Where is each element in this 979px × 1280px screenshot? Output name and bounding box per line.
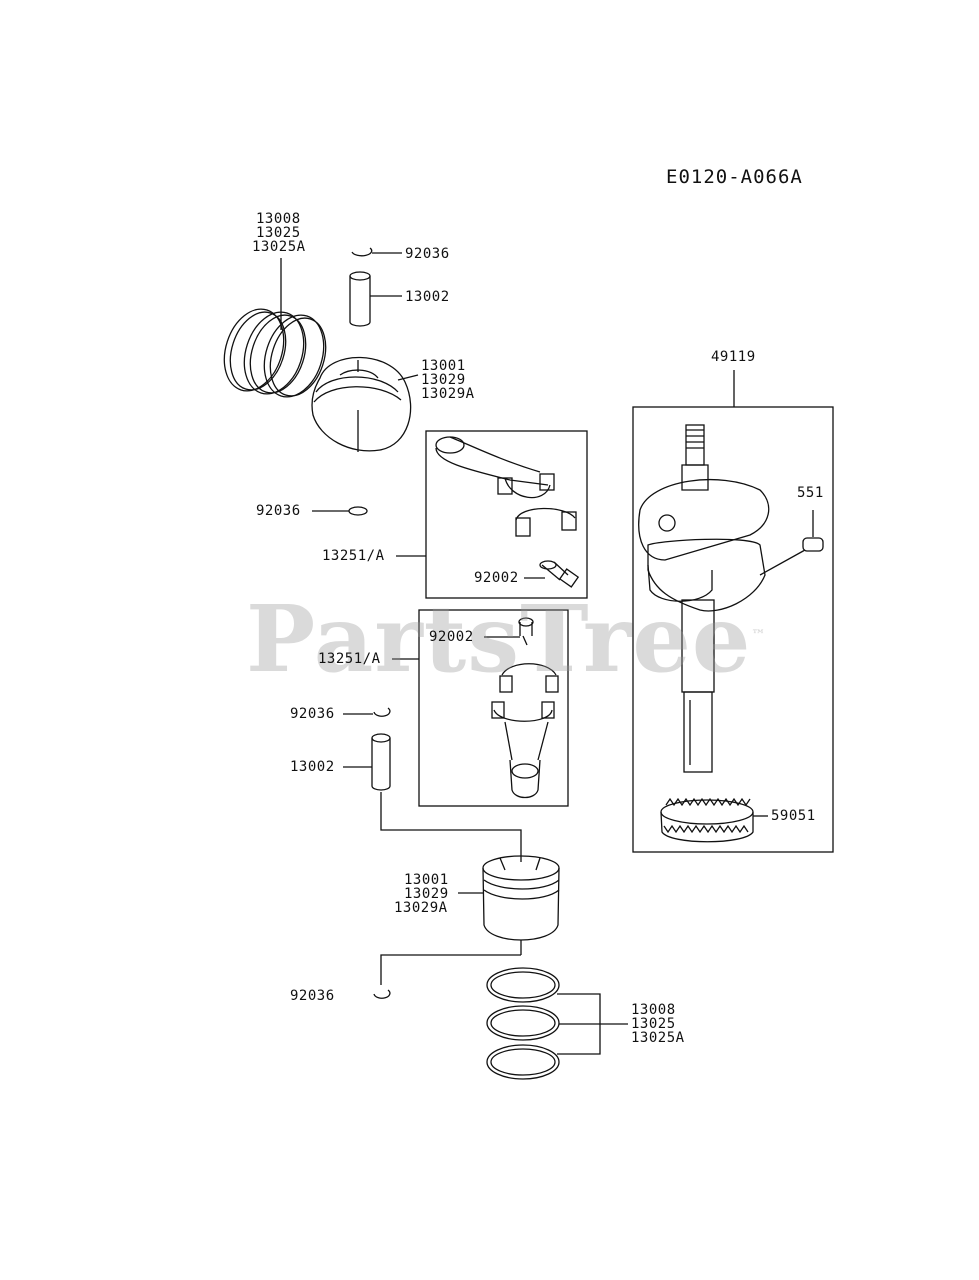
circlip-top-upper[interactable] xyxy=(351,247,373,257)
watermark-trademark: ™ xyxy=(751,627,767,644)
label-rings-bottom-1[interactable]: 13008 xyxy=(631,1002,676,1018)
conrod-box-top xyxy=(425,430,588,599)
label-pin-top[interactable]: 13002 xyxy=(405,289,450,305)
label-piston-bottom-3[interactable]: 13029A xyxy=(394,900,448,916)
piston-rings-bottom[interactable] xyxy=(486,967,560,1080)
label-rings-top-2[interactable]: 13025 xyxy=(256,225,301,241)
circlip-top-lower[interactable] xyxy=(348,506,368,516)
crankshaft[interactable] xyxy=(638,424,770,773)
label-crankshaft[interactable]: 49119 xyxy=(711,349,756,365)
circlip-bottom-lower[interactable] xyxy=(373,989,391,999)
conrod-bolt-top[interactable] xyxy=(539,560,580,588)
label-conrod-top[interactable]: 13251/A xyxy=(322,548,385,564)
piston-bottom[interactable] xyxy=(482,855,560,955)
watermark-text: PartsTree xyxy=(246,585,752,693)
label-clip-bottom-upper[interactable]: 92036 xyxy=(290,706,335,722)
label-rings-bottom-3[interactable]: 13025A xyxy=(631,1030,685,1046)
label-pin-bottom[interactable]: 13002 xyxy=(290,759,335,775)
label-conrod-bottom[interactable]: 13251/A xyxy=(318,651,381,667)
connecting-rod-top[interactable] xyxy=(435,436,577,537)
piston-top[interactable] xyxy=(311,356,412,452)
piston-pin-bottom[interactable] xyxy=(371,733,391,791)
label-clip-top-upper[interactable]: 92036 xyxy=(405,246,450,262)
label-bolt-top[interactable]: 92002 xyxy=(474,570,519,586)
conrod-box-bottom xyxy=(418,609,569,807)
label-piston-top-1[interactable]: 13001 xyxy=(421,358,466,374)
label-piston-top-2[interactable]: 13029 xyxy=(421,372,466,388)
label-rings-top-1[interactable]: 13008 xyxy=(256,211,301,227)
label-key[interactable]: 551 xyxy=(797,485,824,501)
label-gear[interactable]: 59051 xyxy=(771,808,816,824)
label-piston-bottom-1[interactable]: 13001 xyxy=(404,872,449,888)
label-clip-top-lower[interactable]: 92036 xyxy=(256,503,301,519)
connecting-rod-bottom[interactable] xyxy=(491,663,559,799)
label-bolt-bottom[interactable]: 92002 xyxy=(429,629,474,645)
key-551[interactable] xyxy=(802,537,824,552)
label-clip-bottom-lower[interactable]: 92036 xyxy=(290,988,335,1004)
label-rings-top-3[interactable]: 13025A xyxy=(252,239,306,255)
piston-pin-top[interactable] xyxy=(349,271,371,327)
conrod-bolt-bottom[interactable] xyxy=(518,617,534,646)
crankshaft-box xyxy=(632,406,834,853)
circlip-bottom-upper[interactable] xyxy=(373,707,391,717)
label-rings-bottom-2[interactable]: 13025 xyxy=(631,1016,676,1032)
label-piston-top-3[interactable]: 13029A xyxy=(421,386,475,402)
label-piston-bottom-2[interactable]: 13029 xyxy=(404,886,449,902)
piston-rings-top[interactable] xyxy=(214,301,335,404)
crank-gear[interactable] xyxy=(660,797,754,843)
diagram-code: E0120-A066A xyxy=(666,166,803,188)
watermark: PartsTree™ xyxy=(246,585,766,693)
